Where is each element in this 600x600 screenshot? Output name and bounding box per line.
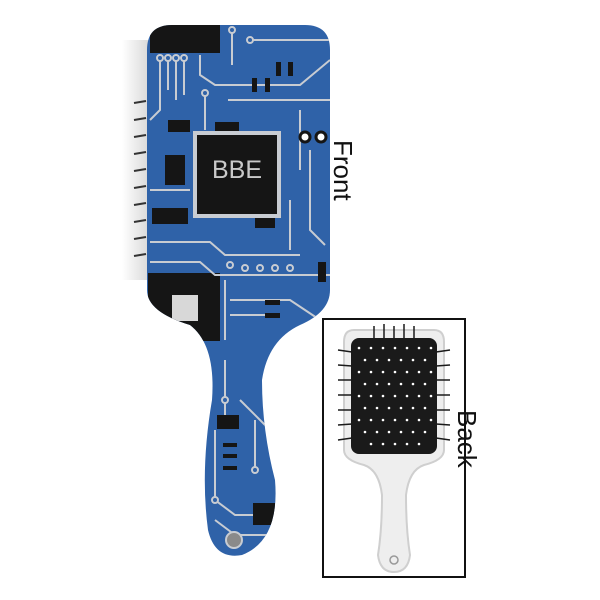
main-chip: BBE <box>193 131 281 218</box>
brush-side-shadow <box>122 40 150 280</box>
hanging-hole <box>225 531 243 549</box>
edge-bristles <box>337 324 451 441</box>
dot-grid-lower <box>148 273 220 341</box>
monogram-text: BBE <box>212 156 262 184</box>
bristle-tips <box>357 346 433 446</box>
back-view-frame <box>322 318 466 578</box>
side-bristles <box>133 100 147 257</box>
circuit-components <box>152 62 326 525</box>
back-label: Back <box>452 410 482 468</box>
back-hanging-hole <box>389 555 399 565</box>
round-pads <box>298 130 328 144</box>
circuit-pads <box>156 26 294 504</box>
front-label: Front <box>328 140 358 201</box>
dot-grid-top <box>150 25 220 53</box>
circuit-traces <box>149 30 330 536</box>
back-brush <box>337 324 451 574</box>
